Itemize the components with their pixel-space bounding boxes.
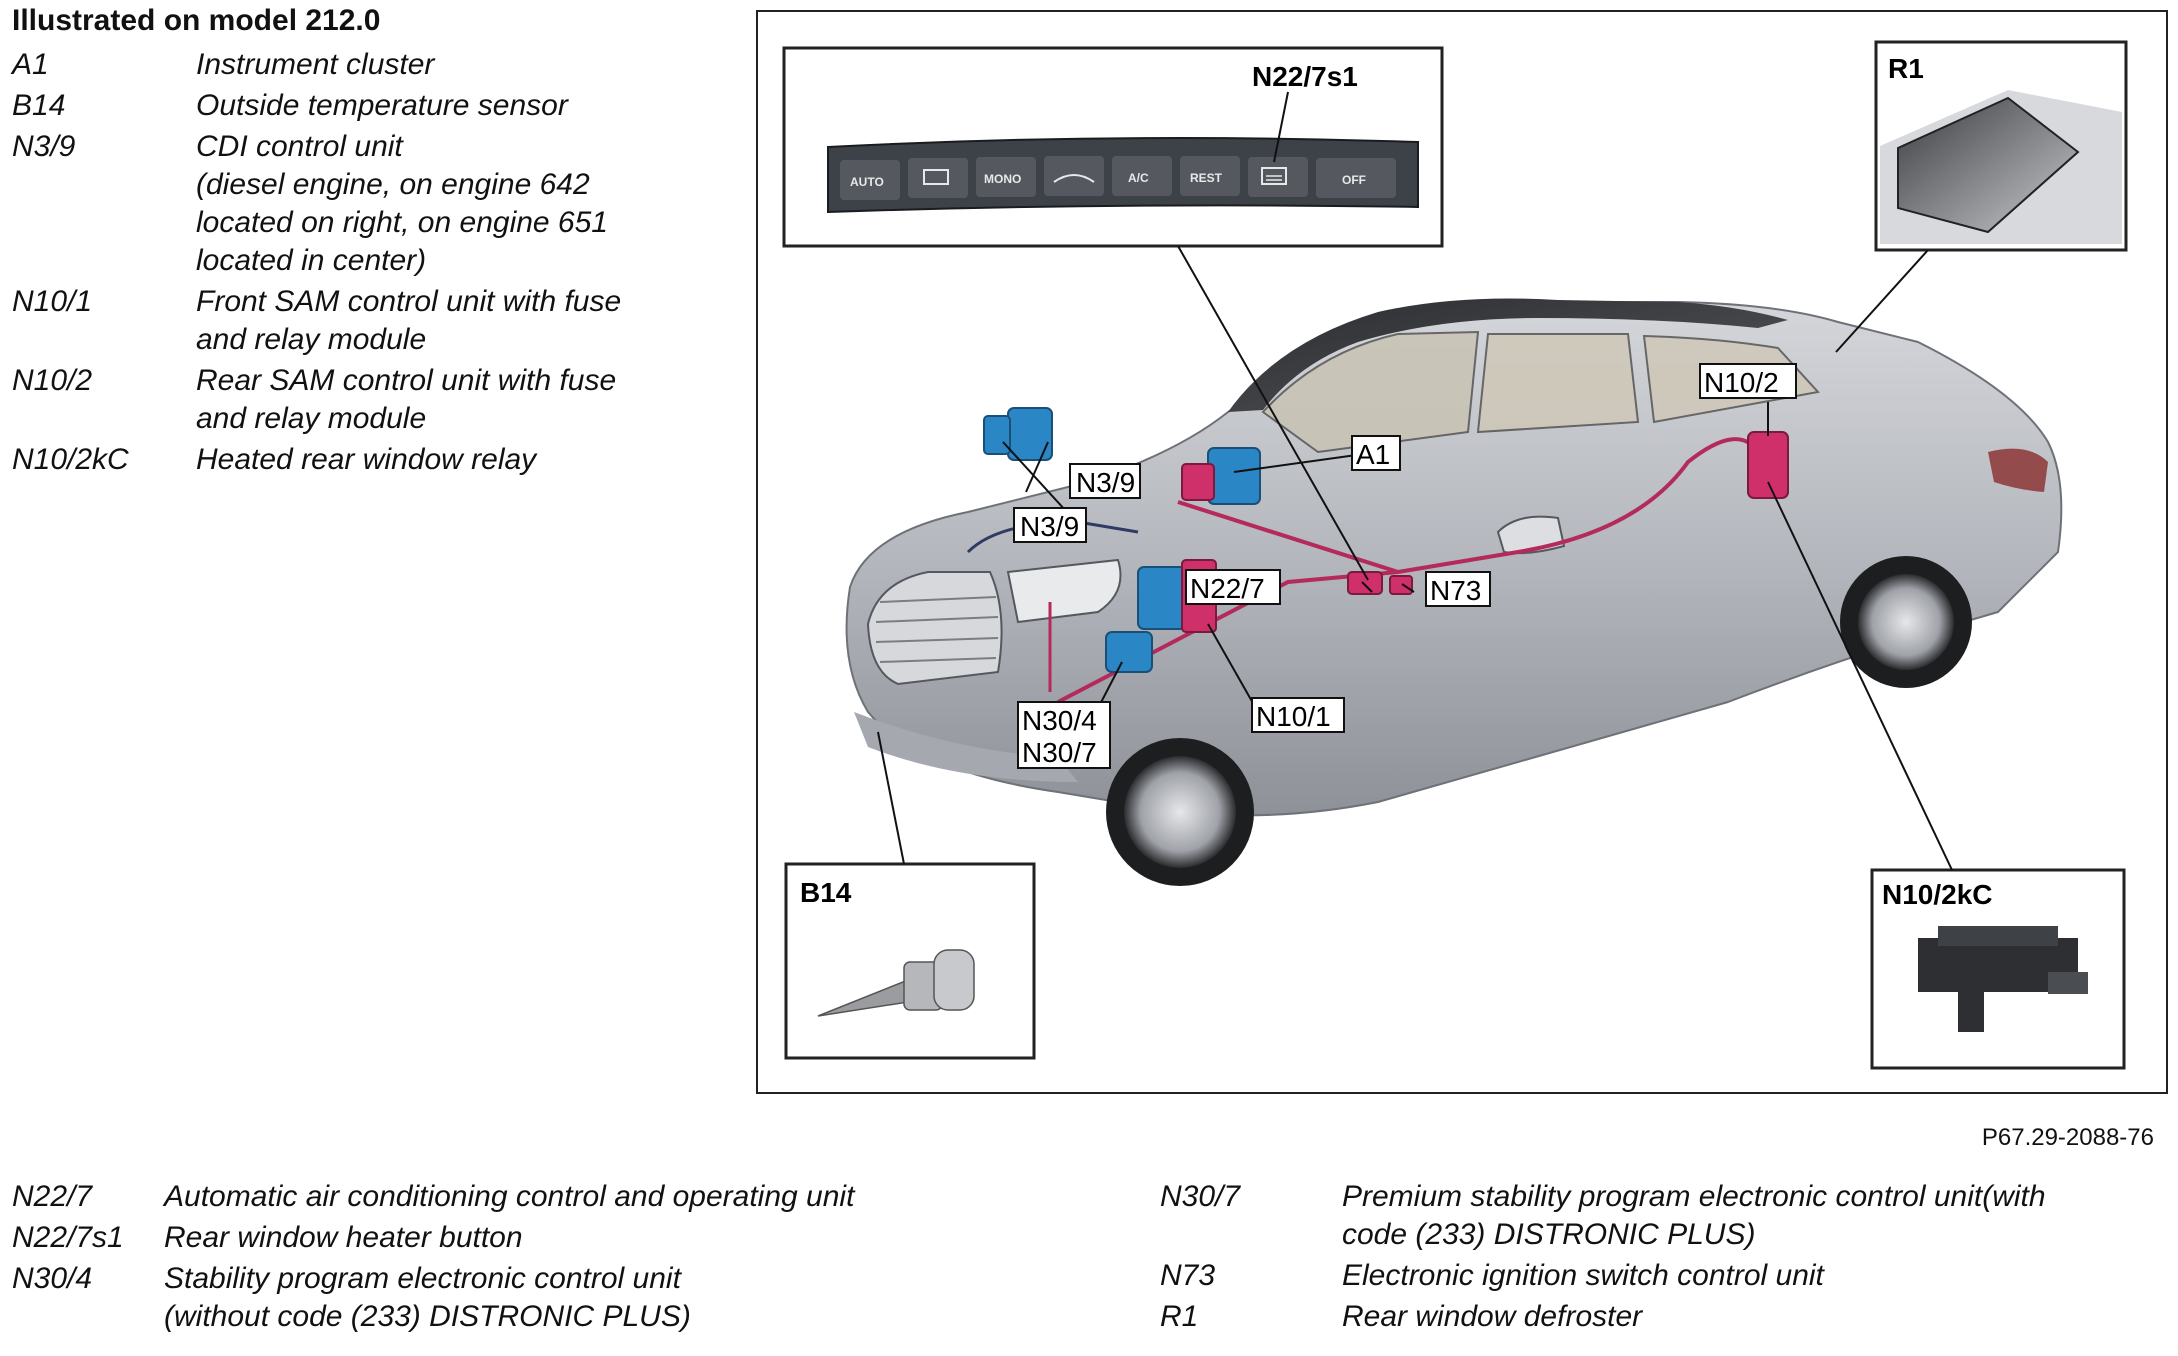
legend-desc: Heated rear window relay: [196, 443, 537, 476]
legend-desc: Electronic ignition switch control unit: [1342, 1259, 1824, 1292]
legend-row: R1 Rear window defroster: [1160, 1298, 2170, 1336]
callout-labels: N3/9 N3/9 A1 N10/2 N22/7 N73 N30/4 N30/7…: [1013, 363, 1797, 769]
callout-n73: N73: [1430, 575, 1481, 606]
inset-label: B14: [800, 877, 852, 908]
diagram-frame: N22/7s1 AUTO MONO A/C REST OFF: [756, 10, 2168, 1094]
callout-n10-2: N10/2: [1704, 367, 1779, 398]
callout-n3-9-b: N3/9: [1020, 511, 1079, 542]
inset-rear-window-defroster: R1: [1874, 40, 2128, 252]
legend-code: A1: [12, 48, 49, 81]
legend-code: N30/4: [12, 1262, 93, 1295]
button-label: AUTO: [850, 175, 884, 189]
legend-row: B14 Outside temperature sensor: [12, 87, 712, 125]
legend-row: N30/7 Premium stability program electroni…: [1160, 1178, 2170, 1254]
callout-n30-7: N30/7: [1022, 737, 1097, 768]
inset-heated-rear-window-relay: N10/2kC: [1870, 868, 2126, 1070]
legend-row: N10/2kC Heated rear window relay: [12, 441, 712, 479]
leader-lines: [877, 245, 1953, 871]
button-label: OFF: [1342, 173, 1366, 187]
legend-desc: Automatic air conditioning control and o…: [164, 1180, 855, 1213]
car-recirculation-icon: [1053, 174, 1095, 183]
legend-code: N22/7s1: [12, 1221, 124, 1254]
figure-reference: P67.29-2088-76: [1981, 1124, 2154, 1151]
component-n73: [1389, 575, 1413, 595]
legend-code: N10/2: [12, 364, 93, 397]
legend-desc: CDI control unit(diesel engine, on engin…: [196, 130, 608, 277]
callout-n10-1: N10/1: [1256, 701, 1331, 732]
vehicle-illustration: [845, 298, 2063, 886]
vehicle-diagram: N22/7s1 AUTO MONO A/C REST OFF: [782, 40, 2128, 1070]
component-n3-9: [983, 407, 1053, 461]
component-n22-7: [1347, 571, 1383, 595]
legend-desc: Premium stability program electronic con…: [1342, 1180, 2046, 1251]
legend-code: B14: [12, 89, 66, 122]
legend-desc: Rear window heater button: [164, 1221, 523, 1254]
legend-top-left: A1 Instrument cluster B14 Outside temperat…: [12, 46, 712, 482]
legend-row: A1 Instrument cluster: [12, 46, 712, 84]
inset-outside-temperature-sensor: B14: [784, 862, 1036, 1060]
inset-rear-window-heater-button: N22/7s1 AUTO MONO A/C REST OFF: [782, 46, 1444, 248]
legend-desc: Rear window defroster: [1342, 1300, 1643, 1333]
legend-row: N73 Electronic ignition switch control un…: [1160, 1257, 2170, 1295]
button-label: A/C: [1128, 171, 1149, 185]
legend-bottom-left: N22/7 Automatic air conditioning control …: [12, 1178, 1092, 1339]
legend-bottom-right: N30/7 Premium stability program electroni…: [1160, 1178, 2170, 1339]
callout-n30-4: N30/4: [1022, 705, 1097, 736]
legend-code: N3/9: [12, 130, 76, 163]
legend-desc: Instrument cluster: [196, 48, 435, 81]
defrost-icon: [923, 169, 949, 185]
rear-window-heater-icon: [1261, 167, 1287, 185]
legend-desc: Stability program electronic control uni…: [164, 1262, 691, 1333]
legend-code: N10/1: [12, 285, 93, 318]
callout-n22-7: N22/7: [1190, 573, 1265, 604]
legend-code: N10/2kC: [12, 443, 129, 476]
legend-code: R1: [1160, 1300, 1199, 1333]
legend-desc: Outside temperature sensor: [196, 89, 568, 122]
component-n30-4: [1105, 631, 1153, 673]
legend-code: N30/7: [1160, 1180, 1241, 1213]
inset-label: N22/7s1: [1252, 61, 1358, 92]
legend-code: N22/7: [12, 1180, 93, 1213]
legend-row: N3/9 CDI control unit(diesel engine, on e…: [12, 128, 712, 280]
component-a1: [1181, 447, 1261, 505]
button-label: MONO: [984, 172, 1021, 186]
component-n10-2: [1747, 431, 1789, 499]
inset-label: R1: [1888, 53, 1924, 84]
button-label: REST: [1190, 171, 1223, 185]
legend-row: N22/7 Automatic air conditioning control …: [12, 1178, 1092, 1216]
legend-row: N22/7s1 Rear window heater button: [12, 1219, 1092, 1257]
page-title: Illustrated on model 212.0: [12, 4, 381, 37]
inset-label: N10/2kC: [1882, 879, 1993, 910]
callout-n3-9-a: N3/9: [1076, 467, 1135, 498]
legend-row: N30/4 Stability program electronic contro…: [12, 1260, 1092, 1336]
callout-a1: A1: [1356, 439, 1390, 470]
legend-code: N73: [1160, 1259, 1216, 1292]
